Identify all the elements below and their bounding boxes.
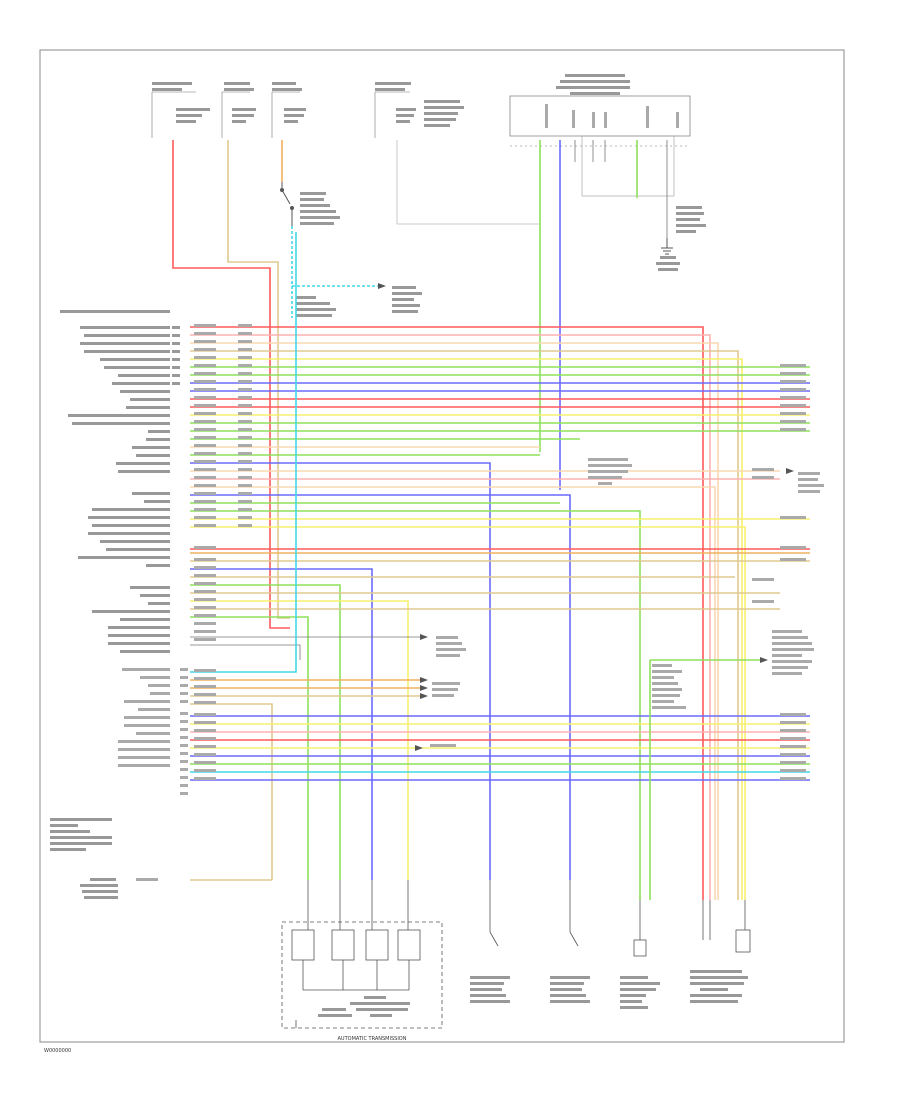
bottom-component-labels <box>318 970 748 1017</box>
connector-arrows <box>378 283 794 751</box>
figure-code: W0000000 <box>44 1048 71 1054</box>
diagram-frame <box>39 49 845 1043</box>
right-side-labels <box>430 364 824 780</box>
top-wires <box>172 140 668 629</box>
lower-harness-wires <box>190 232 810 900</box>
ground-symbol <box>661 238 673 255</box>
wire-color-codes <box>118 324 252 881</box>
top-feed-text <box>152 82 464 317</box>
frame-label: AUTOMATIC TRANSMISSION <box>338 1036 407 1042</box>
harness-wires <box>190 326 810 900</box>
connector-pin-labels <box>50 310 180 899</box>
bottom-components <box>281 880 751 1029</box>
top-feed-labels <box>151 91 410 138</box>
switch-symbol <box>280 182 294 226</box>
